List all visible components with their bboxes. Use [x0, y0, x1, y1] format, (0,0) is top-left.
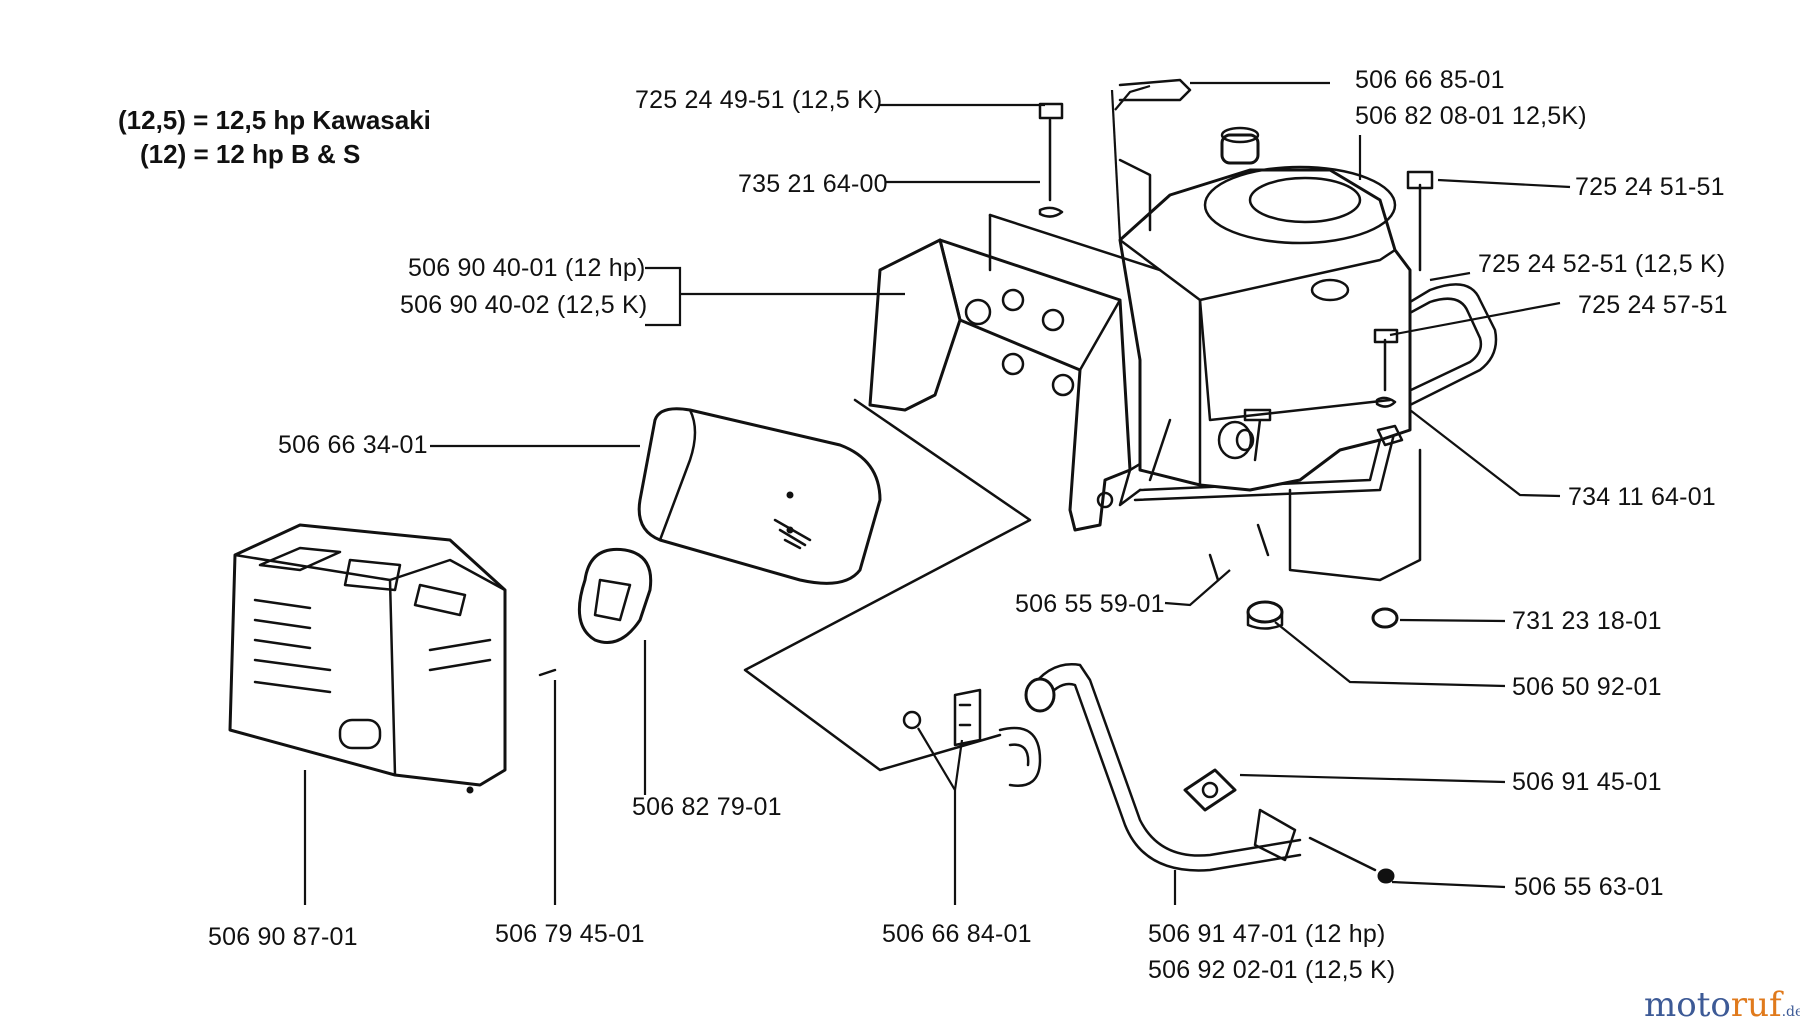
part-label-735216400: 735 21 64-00 [738, 170, 888, 198]
legend-kawasaki: (12,5) = 12,5 hp Kawasaki [118, 105, 431, 135]
part-label-734116401: 734 11 64-01 [1568, 483, 1716, 511]
legend-briggs: (12) = 12 hp B & S [140, 139, 361, 169]
watermark-part3: .de [1781, 1004, 1800, 1020]
part-label-506555901: 506 55 59-01 [1015, 590, 1165, 618]
watermark-part2: ruf [1730, 985, 1782, 1025]
part-label-506827901: 506 82 79-01 [632, 793, 782, 821]
watermark-part1: moto [1644, 985, 1731, 1025]
part-label-506908701: 506 90 87-01 [208, 923, 358, 951]
part-label-506920201: 506 92 02-01 (12,5 K) [1148, 956, 1396, 984]
engine [1118, 126, 1422, 582]
part-label-731231801: 731 23 18-01 [1512, 607, 1662, 635]
part-label-725245251: 725 24 52-51 (12,5 K) [1478, 250, 1726, 278]
watermark-logo: motoruf.de [1644, 988, 1800, 1022]
part-label-506663401: 506 66 34-01 [278, 431, 428, 459]
part-label-725244951: 725 24 49-51 (12,5 K) [635, 86, 883, 114]
part-label-725245751: 725 24 57-51 [1578, 291, 1728, 319]
muffler-cover [228, 523, 507, 794]
part-label-506555631: 506 55 63-01 [1514, 873, 1664, 901]
part-label-506509201: 506 50 92-01 [1512, 673, 1662, 701]
part-label-725245151: 725 24 51-51 [1575, 173, 1725, 201]
part-label-506904001: 506 90 40-01 (12 hp) [408, 254, 646, 282]
fasteners [1038, 78, 1434, 630]
part-label-506914701: 506 91 47-01 (12 hp) [1148, 920, 1386, 948]
muffler-cap [538, 547, 653, 677]
part-label-506668501: 506 66 85-01 [1355, 66, 1505, 94]
part-label-506904002: 506 90 40-02 (12,5 K) [400, 291, 648, 319]
muffler [637, 407, 882, 585]
engine-frame [1118, 283, 1498, 507]
exhaust-pipe [1024, 663, 1395, 884]
part-label-506820801: 506 82 08-01 12,5K) [1355, 102, 1587, 130]
part-label-506668401: 506 66 84-01 [882, 920, 1032, 948]
part-label-506794501: 506 79 45-01 [495, 920, 645, 948]
part-label-506914501: 506 91 45-01 [1512, 768, 1662, 796]
mounting-plate [868, 158, 1162, 532]
leader-lines [303, 81, 1571, 905]
